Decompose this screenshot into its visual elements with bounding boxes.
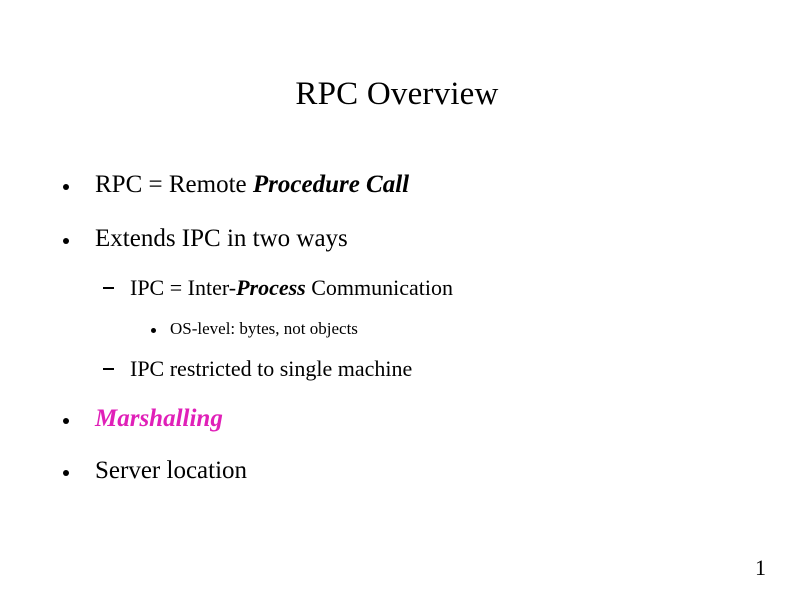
bullet-dot-icon	[63, 183, 69, 190]
bullet-rpc-definition: RPC = Remote Procedure Call	[0, 172, 794, 197]
bullet-dash-icon	[103, 367, 114, 370]
bullet-text-ipc-suffix: Communication	[305, 275, 453, 300]
bullet-marshalling: Marshalling	[0, 406, 794, 431]
bullet-dot-small-icon	[151, 328, 156, 334]
bullet-dot-icon	[63, 469, 69, 476]
bullet-text-ipc-prefix: IPC = Inter-	[130, 275, 237, 300]
bullet-server-location: Server location	[0, 458, 794, 483]
bullet-text-server-location: Server location	[95, 457, 248, 484]
bullet-ipc-definition: IPC = Inter-Process Communication	[0, 277, 794, 299]
bullet-text-marshalling: Marshalling	[95, 405, 223, 432]
bullet-dot-icon	[63, 417, 69, 424]
bullet-dot-icon	[63, 237, 69, 244]
bullet-os-level: OS-level: bytes, not objects	[0, 320, 794, 337]
bullet-dash-icon	[103, 286, 114, 289]
page-title: RPC Overview	[295, 76, 499, 112]
page-number: 1	[755, 555, 766, 580]
bullet-text-os-level: OS-level: bytes, not objects	[170, 319, 358, 338]
bullet-extends-ipc: Extends IPC in two ways	[0, 226, 794, 251]
bullet-text-rpc-emphasis: Procedure Call	[252, 171, 410, 198]
bullet-text-rpc-prefix: RPC = Remote	[95, 171, 253, 198]
bullet-text-ipc-restricted: IPC restricted to single machine	[130, 356, 413, 381]
bullet-text-extends: Extends IPC in two ways	[95, 225, 348, 252]
bullet-ipc-single-machine: IPC restricted to single machine	[0, 358, 794, 380]
bullet-text-ipc-emphasis: Process	[236, 275, 306, 300]
